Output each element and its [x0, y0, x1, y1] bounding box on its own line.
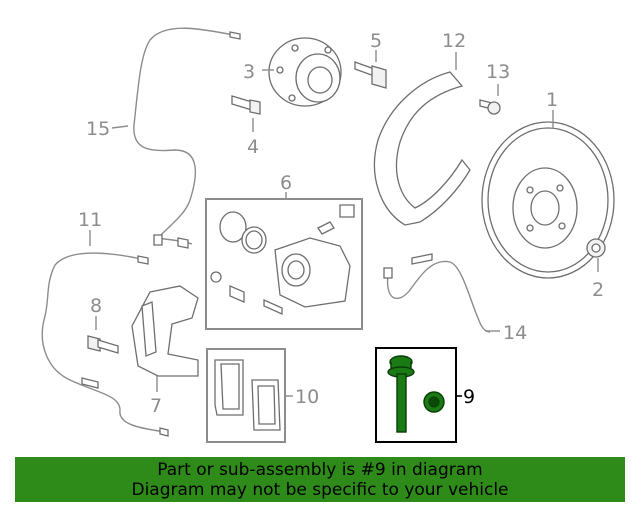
part-11-wear-sensor[interactable] [41, 252, 169, 437]
callout-7: 7 [150, 395, 162, 417]
banner-line-1: Part or sub-assembly is #9 in diagram [157, 460, 483, 480]
callout-14: 14 [503, 322, 527, 344]
part-8-bolt[interactable] [87, 335, 119, 354]
callout-4: 4 [247, 136, 259, 158]
callout-1: 1 [546, 89, 558, 111]
callout-13: 13 [486, 61, 510, 83]
part-12-brake-shield[interactable] [373, 71, 471, 226]
callout-15: 15 [86, 118, 110, 140]
part-5-bolt[interactable] [354, 61, 387, 89]
callout-9: 9 [463, 386, 475, 408]
part-7-caliper-bracket[interactable] [131, 285, 199, 377]
callout-8: 8 [90, 295, 102, 317]
part-15-wear-sensor[interactable] [133, 27, 241, 249]
info-banner: Part or sub-assembly is #9 in diagram Di… [15, 457, 625, 502]
callout-12: 12 [442, 30, 466, 52]
callout-2: 2 [592, 279, 604, 301]
part-2-rotor-screw[interactable] [586, 238, 606, 258]
callout-5: 5 [370, 30, 382, 52]
part-9-guide-bolt-kit[interactable] [387, 355, 445, 433]
part-1-brake-rotor[interactable] [481, 121, 615, 279]
callout-3: 3 [243, 61, 255, 83]
callout-11: 11 [78, 209, 102, 231]
part-13-bolt[interactable] [479, 99, 501, 115]
highlight-box-9 [375, 347, 457, 443]
caliper-group-box [205, 198, 363, 330]
banner-line-2: Diagram may not be specific to your vehi… [131, 480, 509, 500]
callout-10: 10 [295, 386, 319, 408]
part-14-brake-hose[interactable] [383, 253, 491, 333]
part-6-brake-caliper[interactable] [210, 204, 355, 316]
part-4-hub-bolt[interactable] [231, 95, 261, 115]
part-3-wheel-hub[interactable] [268, 37, 342, 107]
callout-6: 6 [280, 172, 292, 194]
part-10-brake-pads[interactable] [214, 359, 281, 431]
